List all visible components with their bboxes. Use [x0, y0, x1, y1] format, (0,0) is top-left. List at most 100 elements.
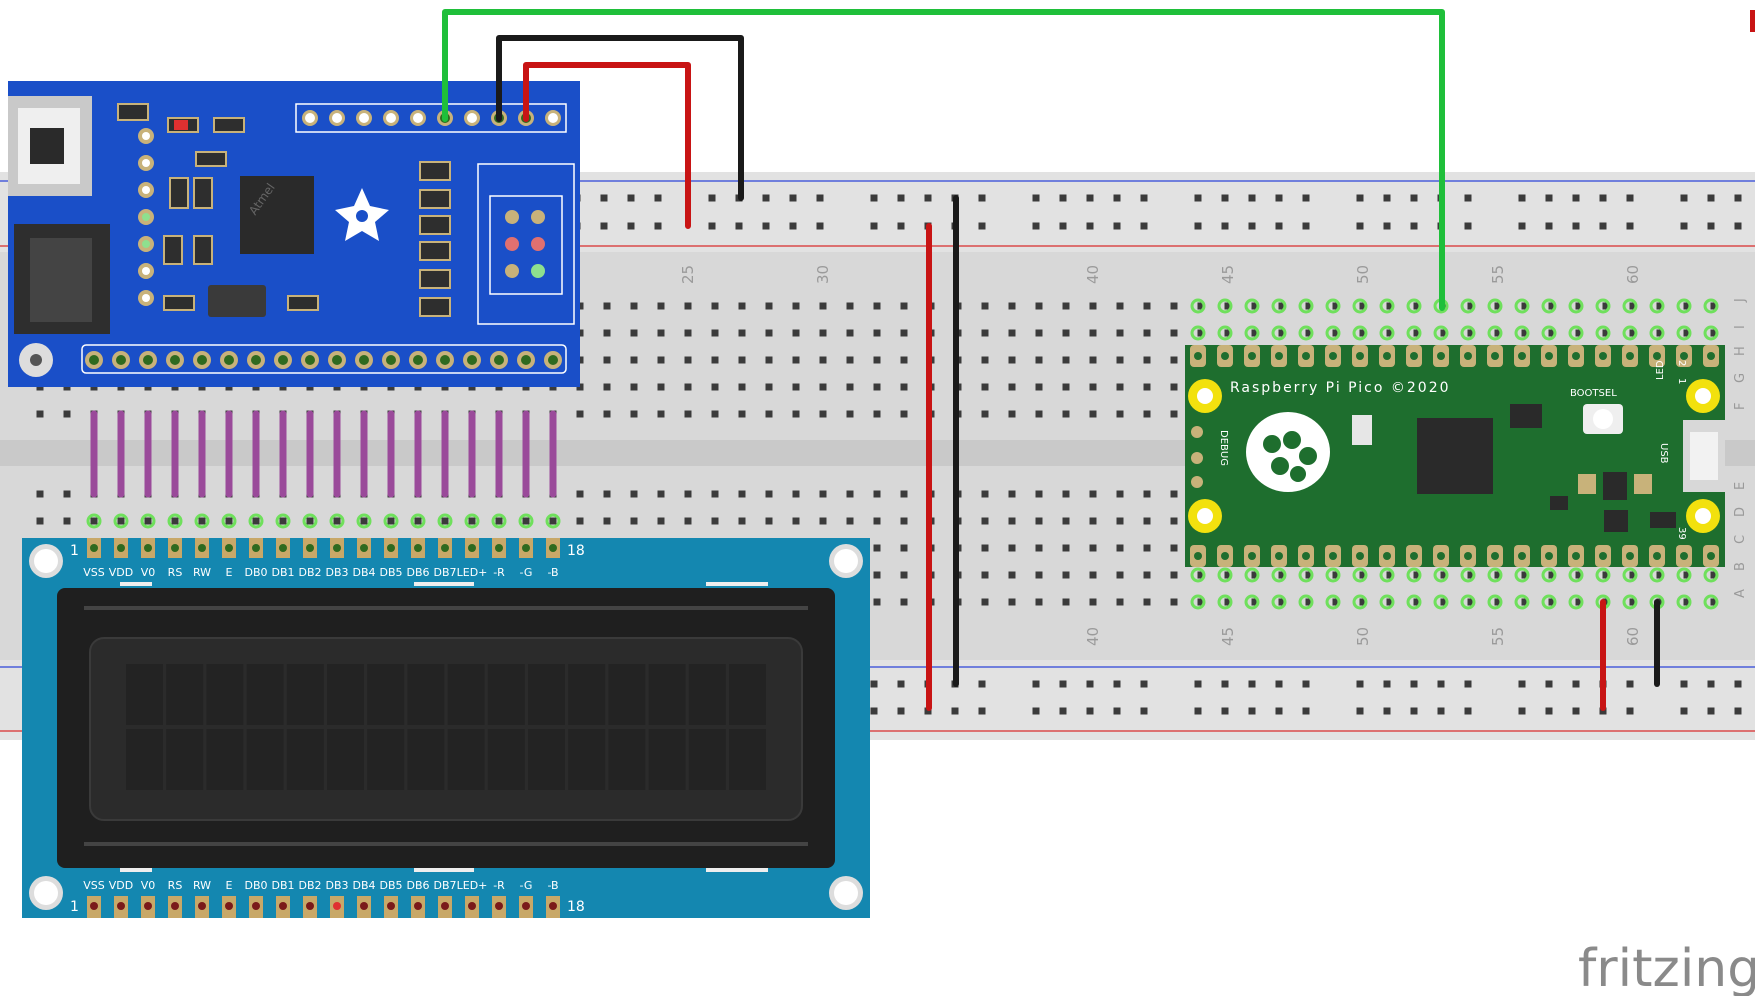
lcd-character-cell: [528, 664, 565, 725]
lcd-pin-label-top: DB2: [298, 566, 321, 579]
lcd-pin-label-bottom: -R: [493, 879, 505, 892]
lcd-pin-label-bottom: V0: [141, 879, 156, 892]
lcd-pin-label-top: V0: [141, 566, 156, 579]
lcd-pin-label-bottom: DB3: [325, 879, 348, 892]
lcd-module: VSSVSSVDDVDDV0V0RSRSRWRWEEDB0DB0DB1DB1DB…: [22, 538, 870, 918]
edge-marker: [1750, 10, 1755, 32]
purple-jumper-wires: [86, 410, 561, 529]
backpack-top-header: [302, 110, 561, 126]
backpack-smd-parts: [117, 103, 451, 317]
smd-component: [195, 151, 227, 167]
row-letter: J: [1733, 298, 1748, 303]
pico-usb-label: USB: [1658, 443, 1669, 464]
column-number-top: 30: [814, 265, 832, 284]
lcd-pin-label-bottom: -G: [520, 879, 533, 892]
lcd-character-cell: [487, 729, 525, 790]
column-number-top: 25: [679, 265, 697, 284]
row-letter: F: [1733, 403, 1748, 410]
column-number-top: 50: [1354, 265, 1372, 284]
lcd-pin-label-top: DB7: [433, 566, 456, 579]
lcd-character-cell: [648, 729, 686, 790]
smd-component: [169, 177, 189, 209]
lcd-pin-label-top: -R: [493, 566, 505, 579]
backpack-bottom-header: [85, 351, 562, 369]
lcd-character-cell: [206, 664, 244, 725]
row-letter: B: [1733, 562, 1748, 571]
column-number-top: 40: [1084, 265, 1102, 284]
lcd-character-cell: [367, 729, 405, 790]
lcd-character-cell: [648, 664, 686, 725]
lcd-pin-label-top: DB5: [379, 566, 402, 579]
lcd-pin-label-top: VSS: [83, 566, 105, 579]
smd-component: [419, 189, 451, 209]
smd-component: [193, 177, 213, 209]
pico-led-label: LED: [1655, 360, 1666, 380]
pico-pin-castellations: [1190, 345, 1719, 567]
lcd-character-cell: [367, 664, 405, 725]
row-letter: G: [1733, 373, 1748, 383]
lcd-character-cell: [447, 664, 485, 725]
lcd-pin-label-bottom: DB4: [352, 879, 375, 892]
smd-component: [287, 295, 319, 311]
lcd-pin-label-top: DB4: [352, 566, 375, 579]
lcd-pin-label-bottom: DB1: [271, 879, 294, 892]
smd-component: [419, 241, 451, 261]
lcd-pin-label-bottom: -B: [547, 879, 558, 892]
green-wire: [442, 9, 1445, 311]
smd-component: [193, 235, 213, 265]
lcd-character-cell: [327, 664, 364, 725]
usb-lcd-backpack: Atmel: [8, 81, 580, 387]
top-wires: [442, 9, 1445, 311]
smd-component: [163, 295, 195, 311]
lcd-pin-label-top: RS: [168, 566, 183, 579]
lcd-pin-label-bottom: VDD: [109, 879, 133, 892]
column-number-top: 55: [1489, 265, 1507, 284]
lcd-pin-label-top: DB0: [244, 566, 267, 579]
lcd-character-cell: [487, 664, 525, 725]
row-letter: H: [1733, 346, 1748, 356]
lcd-pin-label-top: -B: [547, 566, 558, 579]
lcd-character-cell: [688, 664, 726, 725]
smd-component: [419, 297, 451, 317]
column-number-top: 60: [1624, 265, 1642, 284]
lcd-character-cell: [729, 664, 766, 725]
lcd-pin-label-bottom: E: [226, 879, 233, 892]
lcd-pin-label-bottom: LED+: [457, 879, 488, 892]
red-wire: [523, 62, 691, 229]
row-letter: I: [1733, 325, 1748, 329]
pico-pin2-label: 2: [1676, 360, 1687, 366]
adafruit-star-logo: [335, 188, 389, 241]
lcd-character-cell: [688, 729, 726, 790]
lcd-pin-label-top: RW: [193, 566, 211, 579]
column-number-bottom: 45: [1219, 627, 1237, 646]
lcd-pin-label-bottom: DB6: [406, 879, 429, 892]
lcd-character-cell: [407, 664, 445, 725]
lcd-pin-label-bottom: DB2: [298, 879, 321, 892]
lcd-character-cell: [407, 729, 445, 790]
lcd-pin-label-bottom: DB7: [433, 879, 456, 892]
smd-component: [419, 161, 451, 181]
column-number-bottom: 55: [1489, 627, 1507, 646]
lcd-character-cell: [568, 729, 606, 790]
lcd-character-cell: [729, 729, 766, 790]
column-number-bottom: 60: [1624, 627, 1642, 646]
lcd-last-pin-bottom: 18: [567, 899, 585, 915]
black-wire: [496, 35, 744, 201]
smd-component: [163, 235, 183, 265]
lcd-character-cell: [246, 729, 284, 790]
row-letter: D: [1733, 507, 1748, 517]
lcd-pin-label-top: DB6: [406, 566, 429, 579]
icsp-header: [477, 163, 575, 325]
lcd-character-cell: [528, 729, 565, 790]
column-number-bottom: 40: [1084, 627, 1102, 646]
atmel-chip: Atmel: [240, 176, 314, 254]
lcd-character-cell: [608, 729, 646, 790]
lcd-character-cell: [327, 729, 364, 790]
lcd-character-cell: [126, 729, 163, 790]
lcd-pin-label-bottom: RW: [193, 879, 211, 892]
lcd-character-cell: [206, 729, 244, 790]
pico-bootsel-label: BOOTSEL: [1570, 388, 1617, 399]
lcd-pin-label-top: LED+: [457, 566, 488, 579]
